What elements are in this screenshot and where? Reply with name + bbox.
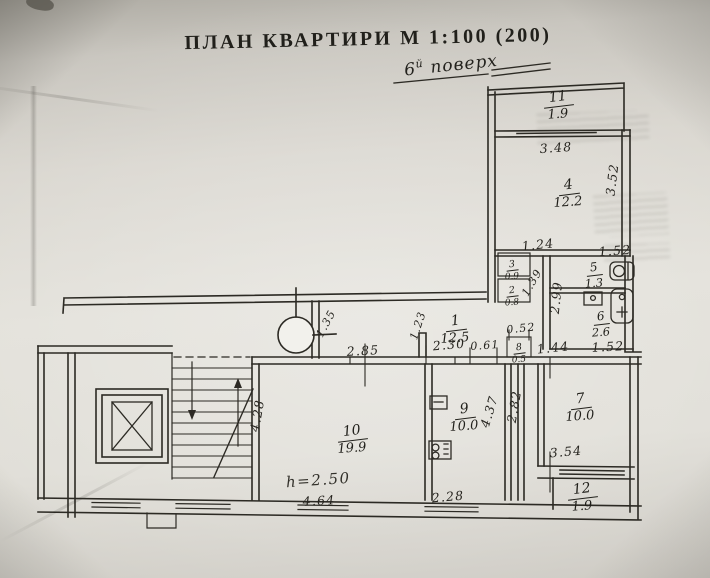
corridor-wall [62,291,487,314]
fixtures [428,261,635,460]
room-area: 1.3 [584,274,604,291]
elevator-shaft [95,388,169,464]
room-5-wc-label: 5 1.3 [576,256,612,291]
upper-unit-walls [487,82,631,303]
floor-suffix: й [414,56,425,71]
stove-icon [428,440,452,460]
stair-direction-arrows [191,361,239,447]
room-area: 1.9 [547,105,569,123]
floor-note-underline [393,62,551,84]
room-8-closet-label: 8 0.5 [505,335,533,366]
room-6-bath-label: 6 2.6 [582,305,620,340]
dim-0-61: 0.61 [469,337,501,354]
dim-2-85: 2.85 [346,342,380,359]
room-7-label: 7 10.0 [556,388,604,425]
room-12-balcony-label: 12 1.9 [558,478,606,515]
bathtub-icon [610,288,634,324]
lower-unit-walls [251,356,642,520]
room-number: 1 [443,313,467,332]
room-number: 5 [585,260,603,277]
room-10-label: 10 19.9 [326,420,378,457]
outer-bottom-wall [37,497,642,529]
bottom-windows [91,501,479,513]
room-number: 4 [556,177,580,196]
room-number: 6 [592,309,610,326]
room-area: 0.5 [511,354,527,366]
staircase [37,345,254,518]
dim-1-52-wc: 1.52 [598,241,632,260]
dim-4-64: 4.64 [302,492,336,509]
kitchen-sink-icon [429,395,448,410]
room-area: 12.2 [552,193,583,211]
toilet-icon [609,261,635,281]
room-area: 1.9 [571,497,593,515]
room-area: 10.0 [564,407,595,425]
dim-1-52-bath: 1.52 [591,338,625,355]
room-area: 19.9 [336,439,367,457]
room-number: 7 [568,391,592,410]
entrance-column [277,287,337,354]
sink-icon [583,291,603,306]
room-number: 9 [452,401,476,420]
room-number: 11 [542,88,574,109]
room-4-label: 4 12.2 [544,174,592,211]
room-number: 12 [566,480,598,501]
room-number: 8 [512,342,526,355]
room-11-balcony-label: 11 1.9 [534,86,582,123]
window-room7 [537,465,635,480]
room-number: 3 [505,259,519,272]
